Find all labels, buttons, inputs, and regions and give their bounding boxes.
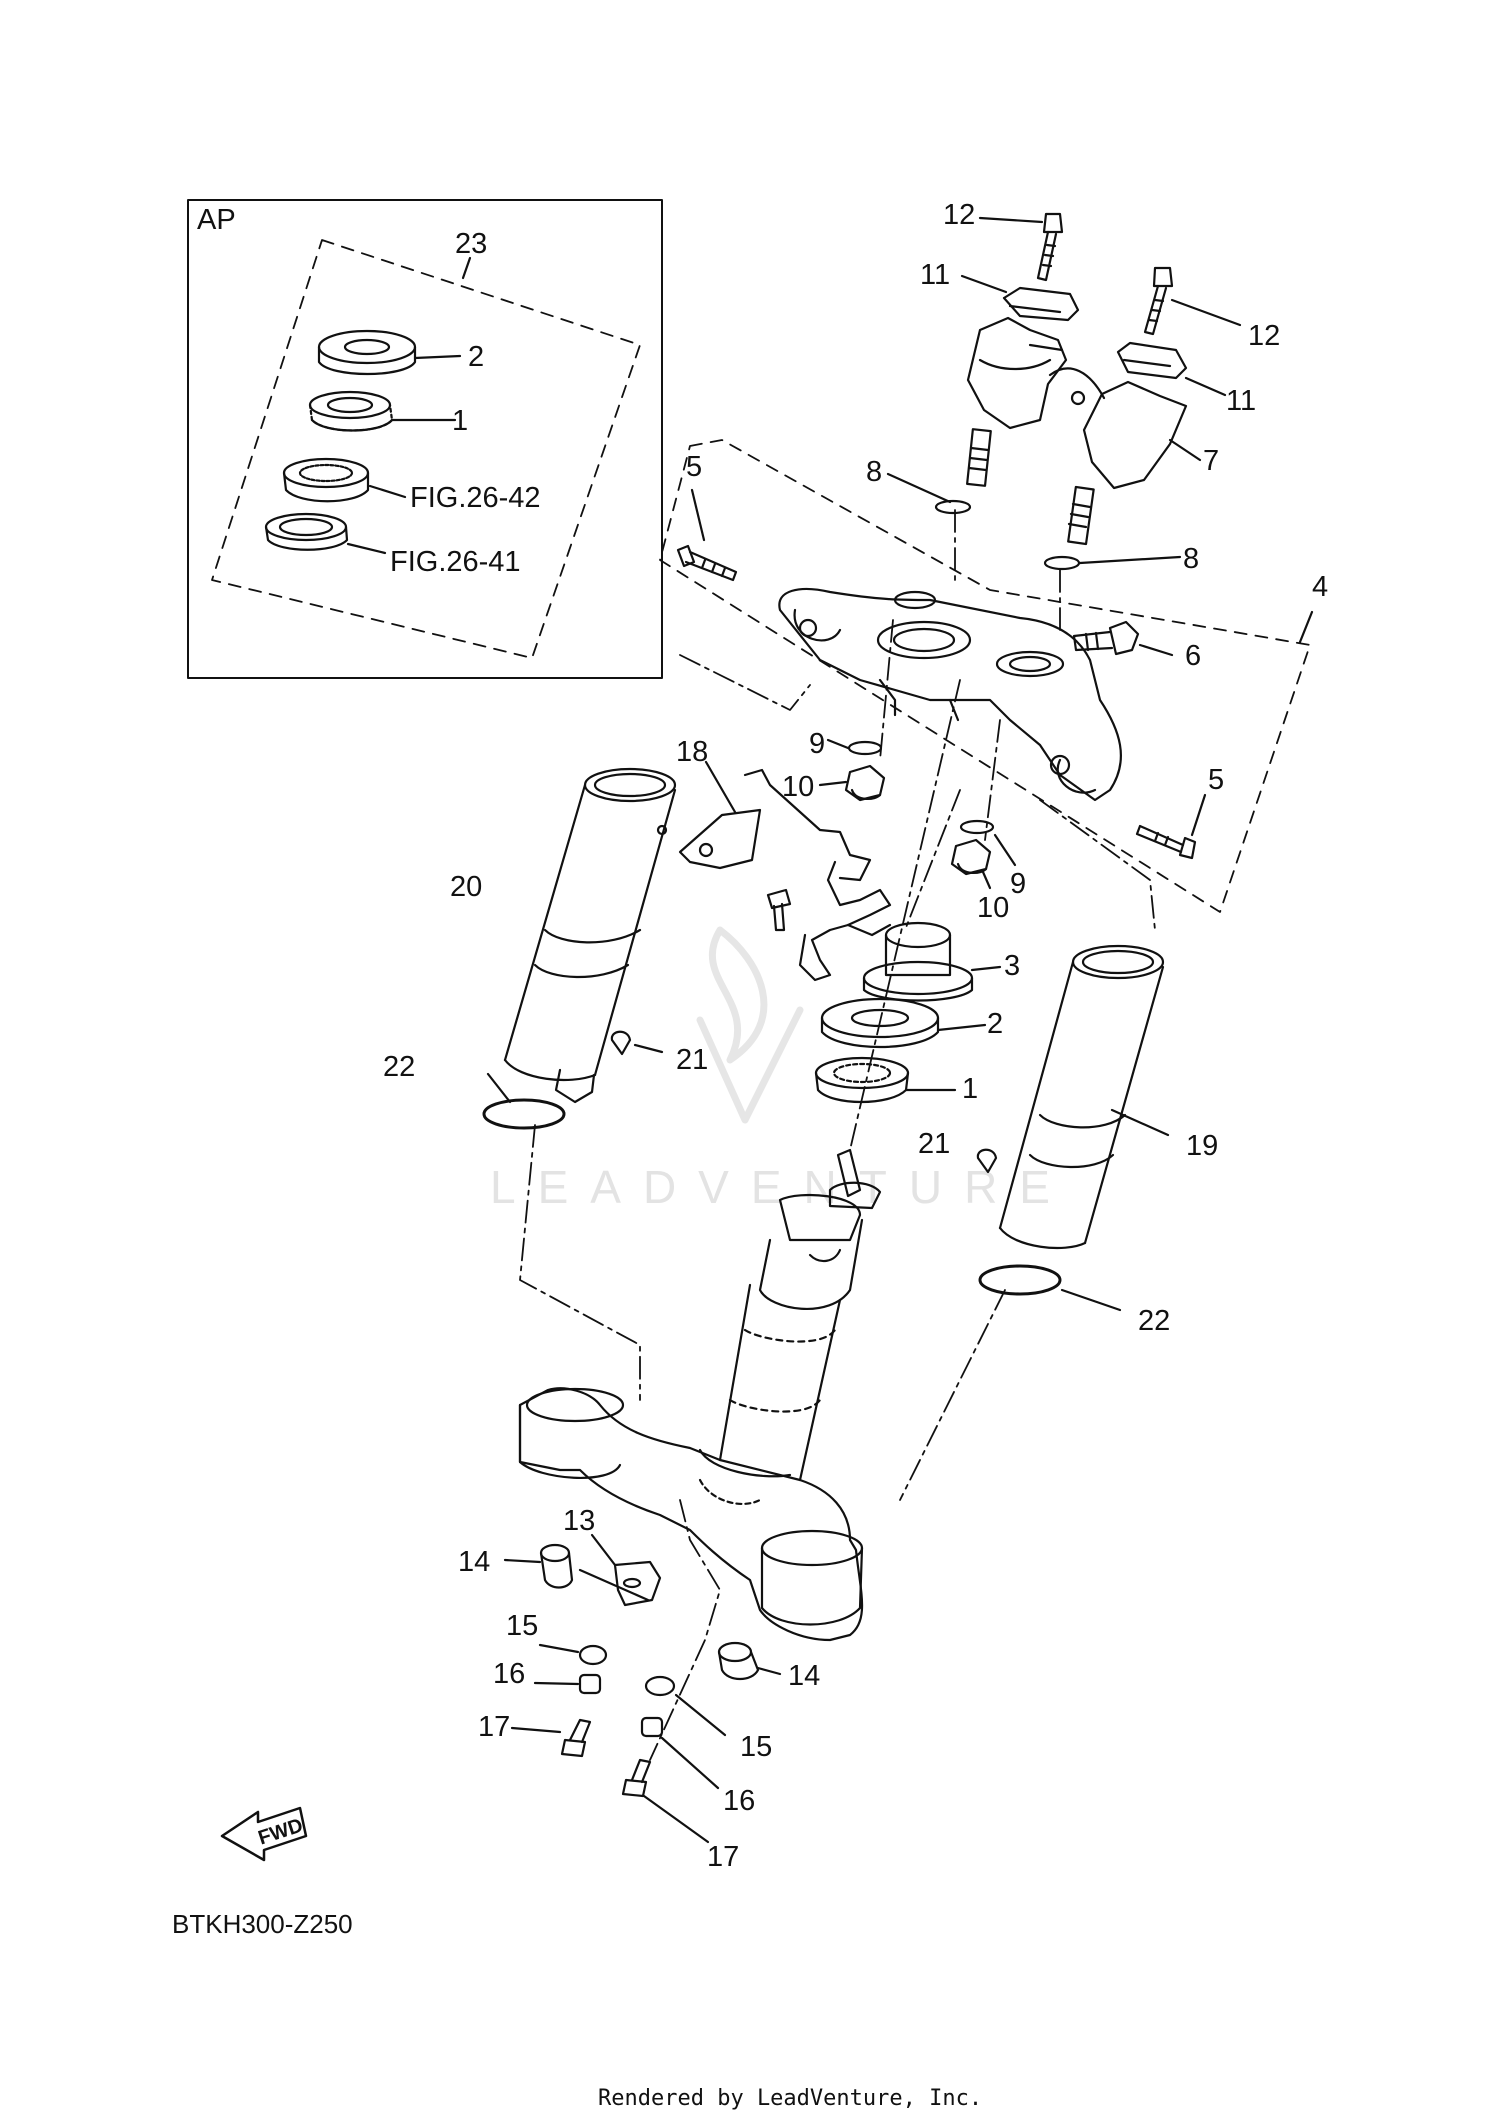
callout-14-right: 14	[788, 1660, 821, 1692]
collar-16-left	[578, 1673, 602, 1695]
seal-2-center	[820, 997, 940, 1049]
callout-9-lower: 9	[1010, 868, 1027, 900]
center-lines	[519, 509, 1156, 1761]
callout-4: 4	[1312, 571, 1329, 603]
bolt-5-left	[676, 544, 738, 582]
washer-8-left	[934, 499, 972, 515]
fork-tube-20	[503, 767, 677, 1104]
callout-19: 19	[1186, 1130, 1219, 1162]
callout-6: 6	[1185, 640, 1202, 672]
upper-holder-right	[1116, 341, 1188, 380]
callout-2-inset: 2	[468, 341, 485, 373]
kit-dashed-outline	[211, 239, 641, 659]
callout-10-lower: 10	[977, 892, 1010, 924]
upper-bracket-dashed-outline	[659, 439, 1311, 913]
bolt-17-left	[560, 1718, 592, 1758]
pin-21-left	[610, 1030, 632, 1056]
diagram-code: BTKH300-Z250	[172, 1909, 353, 1939]
inset-seal-2	[317, 329, 417, 376]
inset-race-fig41	[264, 512, 349, 551]
callout-17-right: 17	[707, 1841, 740, 1873]
callout-23: 23	[455, 228, 488, 260]
nut-10-lower	[950, 838, 992, 876]
callout-18: 18	[676, 736, 709, 768]
washer-9-lower	[959, 819, 995, 835]
bolt-17-right	[621, 1758, 652, 1798]
bolt-5-right	[1135, 824, 1197, 860]
callout-9-upper: 9	[809, 728, 826, 760]
washer-8-right	[1043, 555, 1081, 571]
grommet-15-right	[644, 1675, 676, 1697]
steering-stem	[718, 1148, 882, 1482]
pin-21-right	[976, 1148, 998, 1174]
callout-21-right: 21	[918, 1128, 951, 1160]
callout-16-right: 16	[723, 1785, 756, 1817]
callout-10-upper: 10	[782, 771, 815, 803]
upper-bracket	[778, 588, 1122, 802]
callout-11-right: 11	[1226, 385, 1257, 417]
oring-22-right	[978, 1264, 1062, 1296]
bolt-12-left	[1036, 212, 1064, 282]
callout-17-left: 17	[478, 1711, 511, 1743]
callout-21-left: 21	[676, 1044, 709, 1076]
under-bracket	[518, 1387, 864, 1642]
bolt-6	[1072, 620, 1140, 656]
callout-2-center: 2	[987, 1008, 1004, 1040]
inset-box-label: AP	[197, 204, 236, 236]
callout-8-left: 8	[866, 456, 883, 488]
bushing-14-right	[717, 1641, 760, 1681]
callout-1-center: 1	[962, 1073, 979, 1105]
bolt-12-right	[1143, 266, 1174, 336]
footer-credit: Rendered by LeadVenture, Inc.	[598, 2086, 983, 2111]
callout-5-left: 5	[686, 451, 703, 483]
callout-fig26-42[interactable]: FIG.26-42	[410, 482, 541, 514]
callout-15-right: 15	[740, 1731, 773, 1763]
grommet-15-left	[578, 1644, 608, 1666]
callout-22-right: 22	[1138, 1305, 1171, 1337]
fork-tube-19	[998, 944, 1165, 1250]
oring-22-left	[482, 1098, 566, 1130]
watermark-text: LEADVENTURE	[490, 1161, 1072, 1213]
callout-16-left: 16	[493, 1658, 526, 1690]
callout-fig26-41[interactable]: FIG.26-41	[390, 546, 521, 578]
callout-15-left: 15	[506, 1610, 539, 1642]
cable-bracket-18	[678, 768, 892, 982]
callout-12-left: 12	[943, 199, 976, 231]
collar-16-right	[640, 1716, 664, 1738]
upper-holder-left	[1002, 286, 1080, 322]
callout-20: 20	[450, 871, 483, 903]
callout-5-right: 5	[1208, 764, 1225, 796]
inset-box	[187, 199, 663, 679]
collar-3	[862, 921, 974, 1002]
nut-10-upper	[844, 764, 886, 802]
callout-22-left: 22	[383, 1051, 416, 1083]
inset-bearing-fig42	[282, 457, 370, 503]
bracket-13	[578, 1560, 662, 1607]
callout-7: 7	[1203, 445, 1220, 477]
watermark-logo	[696, 926, 804, 1124]
callout-12-right: 12	[1248, 320, 1281, 352]
callout-3: 3	[1004, 950, 1021, 982]
fwd-arrow-icon	[220, 1806, 308, 1862]
callout-13: 13	[563, 1505, 596, 1537]
screw-18	[766, 888, 792, 932]
washer-9-upper	[847, 740, 883, 756]
callout-1-inset: 1	[452, 405, 469, 437]
inset-bearing-1	[308, 390, 394, 432]
callout-11-left: 11	[920, 259, 951, 291]
bushing-14-left	[539, 1543, 574, 1589]
callout-8-right: 8	[1183, 543, 1200, 575]
lower-holder-left	[966, 316, 1068, 487]
callout-14-left: 14	[458, 1546, 491, 1578]
lower-holder-right	[1048, 367, 1188, 546]
